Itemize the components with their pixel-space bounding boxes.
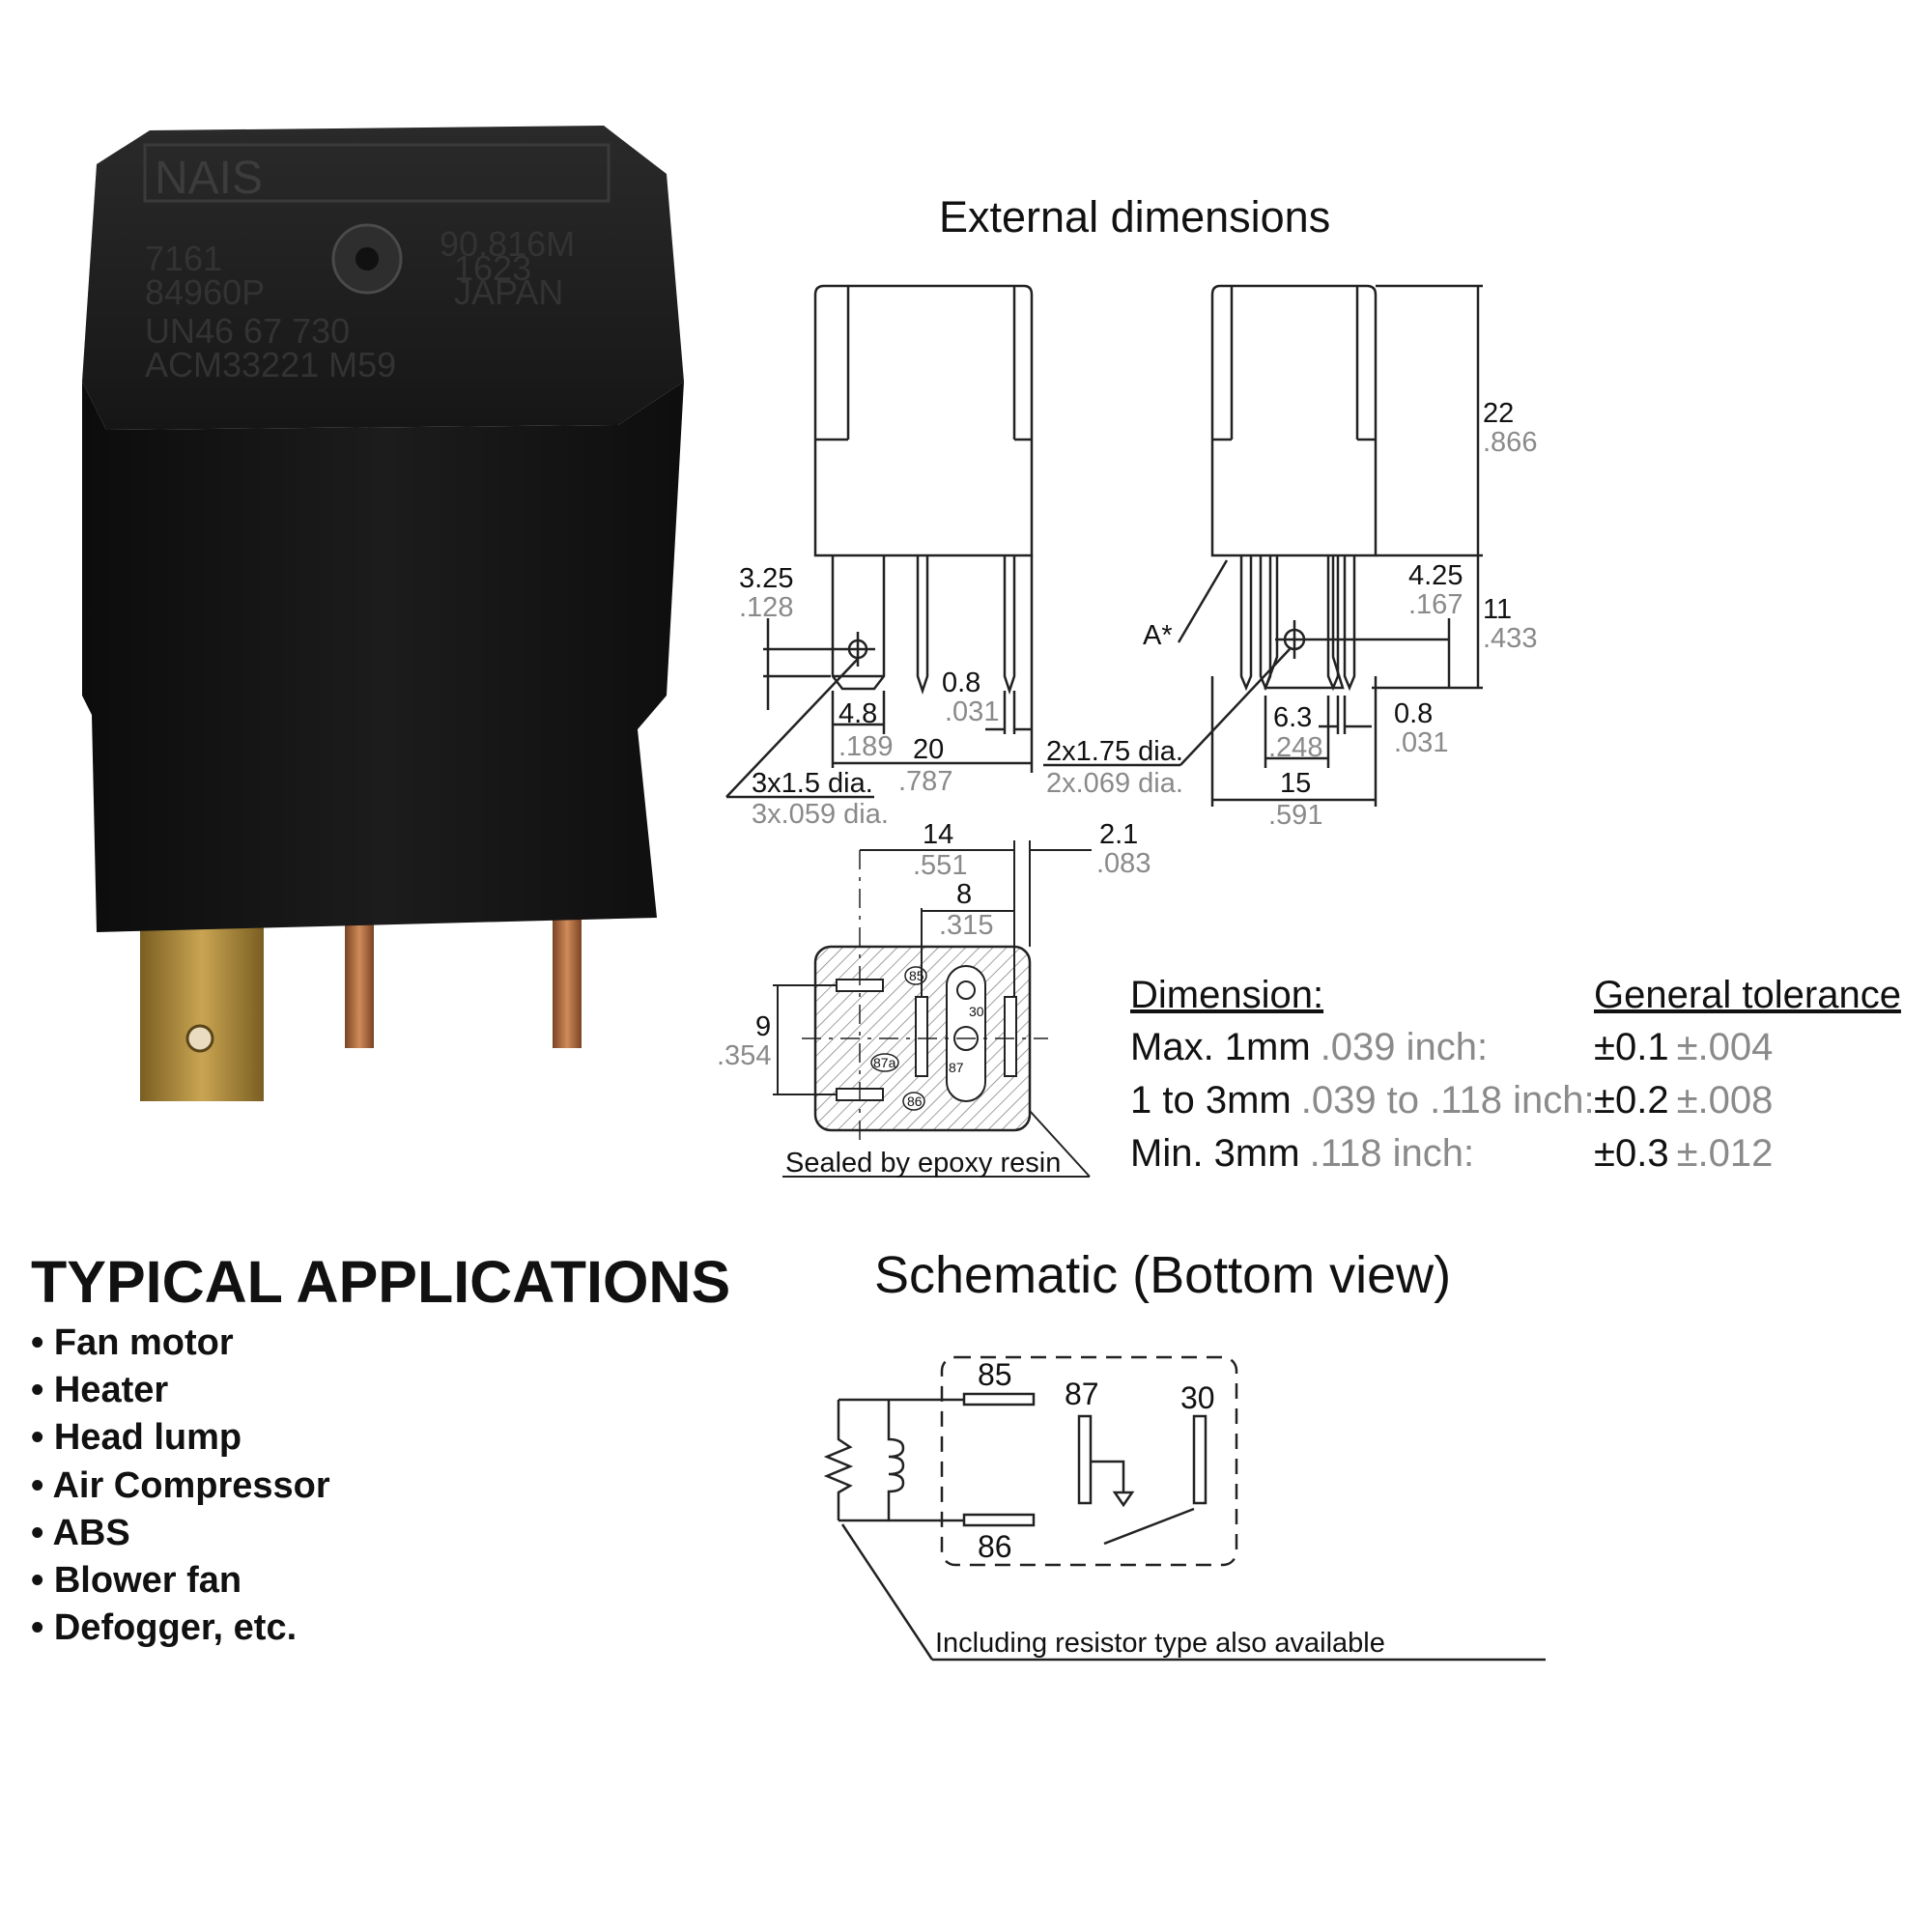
photo-marking: 90.816M	[440, 224, 575, 264]
bottom-pin-30: 30	[969, 1004, 984, 1019]
photo-marking: 7161	[145, 239, 222, 278]
application-item: • Heater	[31, 1370, 168, 1410]
tolerance-header-general: General tolerance	[1594, 974, 1901, 1016]
application-item: • Air Compressor	[31, 1465, 330, 1506]
applications-title: TYPICAL APPLICATIONS	[31, 1249, 730, 1315]
dim-front-hole: 3x1.5 dia.	[752, 768, 873, 799]
dim-bottom-14-inch: .551	[913, 850, 967, 881]
pin-87-bar	[1077, 1414, 1093, 1505]
dim-side-0-8: 0.8	[1394, 698, 1433, 729]
dim-front-0-8-inch: .031	[945, 696, 999, 727]
relay-label-plate	[143, 143, 611, 203]
resistor-icon	[823, 1398, 889, 1522]
schematic-pin-85: 85	[978, 1357, 1012, 1392]
application-item: • Fan motor	[31, 1322, 234, 1363]
dim-side-15-inch: .591	[1268, 800, 1322, 831]
dim-bottom-9: 9	[755, 1011, 771, 1042]
schematic-dashed-outline	[940, 1355, 1238, 1567]
dim-side-6-3: 6.3	[1273, 702, 1312, 733]
application-item: • Head lump	[31, 1417, 242, 1458]
pin-85-bar	[962, 1392, 1036, 1406]
coil-icon	[887, 1398, 964, 1522]
dim-side-hole-inch: 2x.069 dia.	[1046, 768, 1183, 799]
dim-front-4-8-inch: .189	[838, 731, 893, 762]
terminal-pin	[553, 913, 582, 1048]
dim-side-22-inch: .866	[1483, 427, 1537, 458]
dim-side-0-8-inch: .031	[1394, 727, 1448, 758]
tolerance-header-dimension: Dimension:	[1130, 974, 1323, 1016]
tolerance-row-label: Min. 3mm.118 inch:	[1130, 1132, 1474, 1175]
ground-icon	[1091, 1460, 1135, 1508]
dim-side-4-25-inch: .167	[1408, 589, 1463, 620]
dim-side-15: 15	[1280, 768, 1311, 799]
dim-front-20: 20	[913, 734, 944, 765]
schematic-pin-87: 87	[1065, 1377, 1099, 1411]
screw-hole-icon	[355, 247, 379, 270]
dim-front-3-25-inch: .128	[739, 592, 793, 623]
photo-marking: UN46 67 730	[145, 311, 350, 351]
dim-bottom-14: 14	[923, 819, 953, 850]
dim-side-a-mark: A*	[1143, 620, 1173, 651]
side-view-drawing	[1043, 284, 1483, 807]
external-dimensions-title: External dimensions	[939, 192, 1330, 242]
schematic-pin-30: 30	[1180, 1380, 1215, 1415]
bottom-pin-85: 85	[909, 968, 924, 983]
note-leader	[840, 1523, 934, 1661]
schematic-title: Schematic (Bottom view)	[874, 1246, 1451, 1304]
relay-photo: NAIS 7161 90.816M 84960P 1623 JAPAN UN46…	[82, 126, 684, 1101]
switch-contact	[1103, 1507, 1195, 1546]
bottom-pin-87: 87	[949, 1060, 964, 1075]
tolerance-row-value: ±0.2±.008	[1594, 1079, 1773, 1122]
dim-side-hole: 2x1.75 dia.	[1046, 736, 1183, 767]
photo-marking: NAIS	[155, 153, 263, 204]
bottom-pin-87a: 87a	[873, 1055, 896, 1070]
schematic-diagram	[823, 1355, 1546, 1662]
application-item: • Defogger, etc.	[31, 1607, 297, 1648]
bottom-pin-86: 86	[907, 1094, 923, 1109]
dim-front-hole-inch: 3x.059 dia.	[752, 799, 889, 830]
tolerance-table: Dimension: General tolerance Max. 1mm.03…	[1130, 974, 1901, 1175]
pin-86-bar	[962, 1513, 1036, 1527]
photo-marking: ACM33221 M59	[145, 345, 396, 384]
dim-bottom-9-inch: .354	[717, 1040, 771, 1071]
bottom-view-drawing	[773, 840, 1092, 1178]
dim-front-3-25: 3.25	[739, 563, 793, 594]
dim-front-20-inch: .787	[898, 766, 952, 797]
tolerance-row-value: ±0.3±.012	[1594, 1132, 1773, 1175]
dim-bottom-8-inch: .315	[939, 910, 993, 941]
dim-bottom-2-1-inch: .083	[1096, 848, 1151, 879]
terminal-hole	[185, 1024, 214, 1053]
schematic-pin-86: 86	[978, 1529, 1012, 1564]
bottom-view-note: Sealed by epoxy resin	[785, 1148, 1061, 1179]
dim-front-0-8: 0.8	[942, 668, 980, 698]
dim-side-11: 11	[1483, 594, 1512, 625]
dim-side-11-inch: .433	[1483, 623, 1537, 654]
front-view-drawing	[725, 284, 1034, 799]
dim-side-6-3-inch: .248	[1268, 732, 1322, 763]
photo-marking: JAPAN	[454, 272, 563, 312]
pin-30-bar	[1192, 1414, 1208, 1505]
dim-side-4-25: 4.25	[1408, 560, 1463, 591]
terminal-pin	[345, 913, 374, 1048]
dim-bottom-8: 8	[956, 879, 972, 910]
dim-bottom-2-1: 2.1	[1099, 819, 1138, 850]
dim-side-22: 22	[1483, 398, 1514, 429]
application-item: • Blower fan	[31, 1560, 242, 1601]
schematic-note: Including resistor type also available	[935, 1628, 1385, 1659]
tolerance-row-value: ±0.1±.004	[1594, 1026, 1773, 1068]
relay-front-face	[82, 382, 684, 932]
tolerance-row-label: Max. 1mm.039 inch:	[1130, 1026, 1488, 1068]
terminal-blade	[140, 913, 264, 1101]
dim-front-4-8: 4.8	[838, 698, 877, 729]
tolerance-row-label: 1 to 3mm.039 to .118 inch:	[1130, 1079, 1595, 1122]
photo-marking: 1623	[454, 248, 531, 288]
photo-marking: 84960P	[145, 272, 265, 312]
application-item: • ABS	[31, 1513, 130, 1553]
typical-applications: TYPICAL APPLICATIONS • Fan motor • Heate…	[31, 1249, 730, 1648]
